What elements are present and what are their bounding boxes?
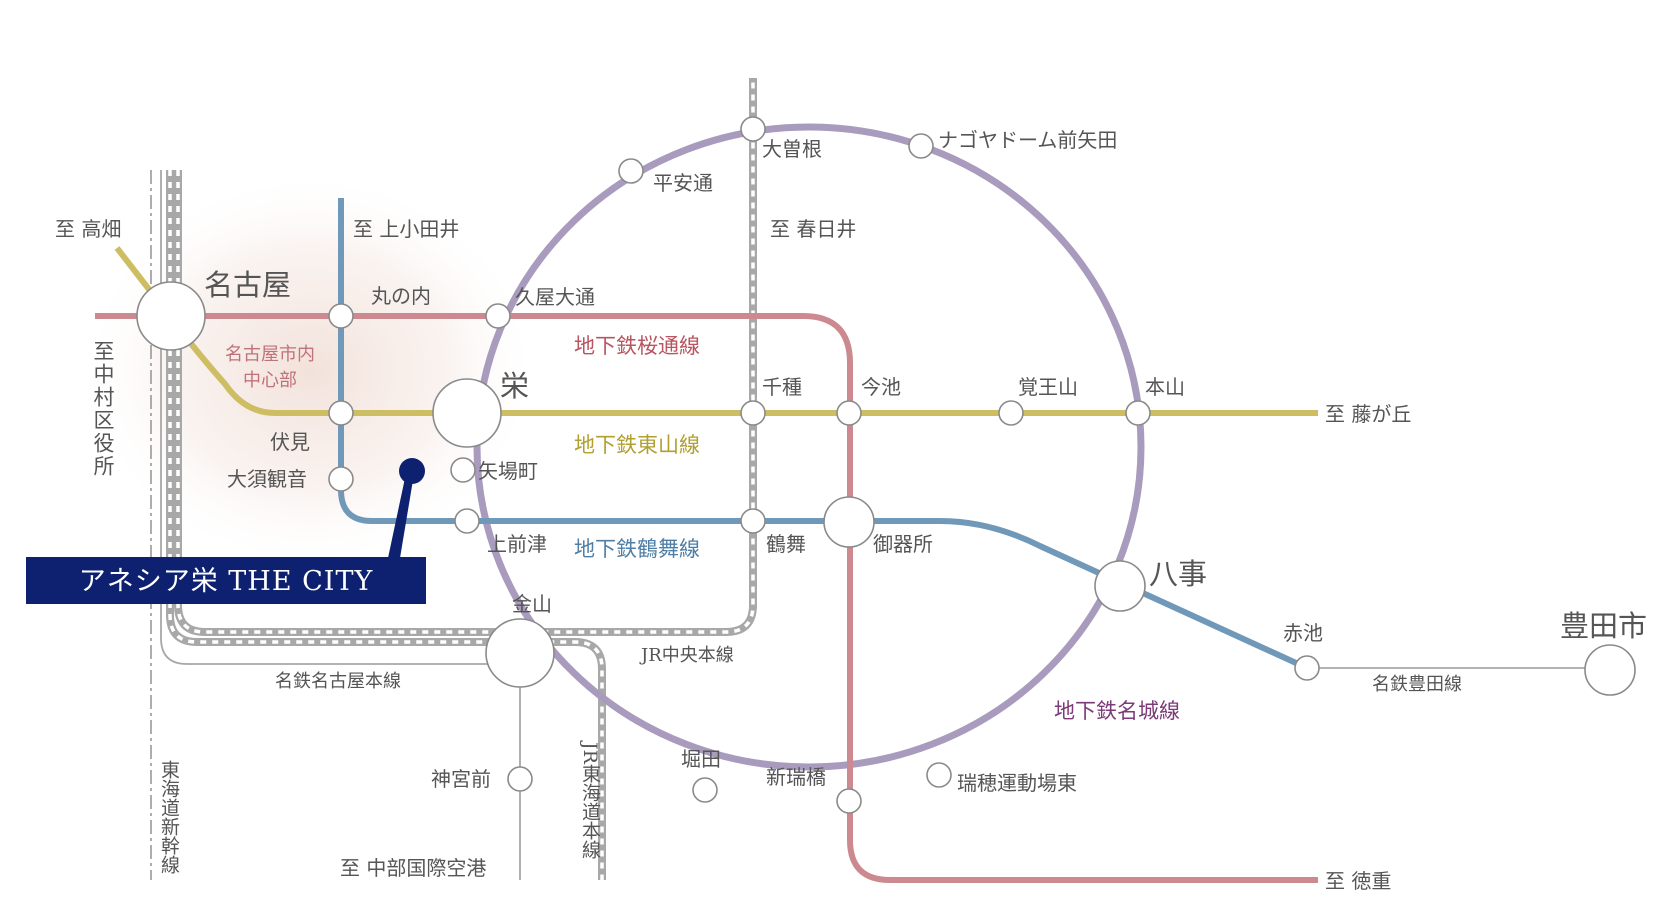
label-to-takabata: 至 高畑 — [55, 217, 121, 241]
label-akaike: 赤池 — [1283, 621, 1323, 645]
label-tsurumai: 鶴舞 — [766, 532, 806, 556]
label-yagoto: 八事 — [1149, 557, 1207, 591]
jr-tokaido-line-hatch — [168, 170, 604, 880]
label-marunouchi: 丸の内 — [371, 284, 431, 308]
city-center-glow — [80, 170, 540, 570]
station-shin-mizuho-bashi — [836, 788, 862, 814]
district-label-line1: 名古屋市内 — [225, 344, 315, 365]
station-kamimaezu — [454, 508, 480, 534]
label-kakuozan: 覚王山 — [1018, 375, 1078, 399]
label-meitetsu-toyota-line: 名鉄豊田線 — [1372, 674, 1462, 695]
tsurumai-line — [338, 198, 1309, 671]
label-mizuho-undojo-higashi: 瑞穂運動場東 — [957, 771, 1077, 795]
station-sakae — [432, 378, 502, 448]
label-shin-mizuho-bashi: 新瑞橋 — [766, 765, 826, 789]
label-jr-chuo-line: JR中央本線 — [639, 645, 734, 666]
station-marunouchi — [328, 303, 354, 329]
station-osu-kannon — [328, 466, 354, 492]
station-chikusa — [740, 400, 766, 426]
label-nagoya: 名古屋 — [204, 268, 291, 302]
label-to-nakamura-kuyakusho: 至中村区役所 — [91, 340, 115, 478]
label-to-tokushige: 至 徳重 — [1325, 869, 1391, 893]
property-marker — [399, 458, 425, 484]
station-ozone — [740, 116, 766, 142]
label-hisaya-odori: 久屋大通 — [515, 285, 595, 309]
station-kakuozan — [998, 400, 1024, 426]
label-chikusa: 千種 — [762, 375, 802, 399]
label-to-chubu-airport: 至 中部国際空港 — [340, 856, 486, 880]
label-meijo-line: 地下鉄名城線 — [1054, 699, 1180, 723]
label-yabacho: 矢場町 — [478, 459, 538, 483]
station-gokiso — [823, 496, 875, 548]
station-mizuho-undojo-higashi — [926, 762, 952, 788]
station-tsurumai — [740, 508, 766, 534]
district-label-line2: 中心部 — [243, 370, 297, 391]
label-ozone: 大曽根 — [762, 137, 822, 161]
label-to-fujigaoka: 至 藤が丘 — [1325, 402, 1411, 426]
station-yabacho — [450, 457, 476, 483]
jr-chuo-line-hatch — [176, 78, 755, 634]
label-higashiyama-line: 地下鉄東山線 — [574, 433, 700, 457]
meitetsu-nagoya-line — [160, 170, 520, 665]
station-toyotashi — [1584, 644, 1636, 696]
label-meitetsu-nagoya-line: 名鉄名古屋本線 — [275, 671, 401, 692]
station-motoyama — [1125, 400, 1151, 426]
label-kamimaezu: 上前津 — [487, 532, 547, 556]
station-imaike — [836, 400, 862, 426]
station-nagoya-dome — [908, 133, 934, 159]
station-kanayama — [485, 618, 555, 688]
label-osu-kannon: 大須観音 — [227, 467, 307, 491]
label-imaike: 今池 — [861, 375, 901, 399]
label-heian-dori: 平安通 — [653, 171, 713, 195]
label-jr-tokaido-line: JR東海道本線 — [579, 740, 601, 859]
label-nagoya-dome: ナゴヤドーム前矢田 — [938, 128, 1117, 152]
label-motoyama: 本山 — [1145, 375, 1185, 399]
label-sakae: 栄 — [500, 369, 529, 403]
station-nagoya — [136, 281, 206, 351]
label-jingu-mae: 神宮前 — [431, 767, 491, 791]
station-yagoto — [1094, 560, 1146, 612]
label-horita: 堀田 — [681, 747, 721, 771]
label-kanayama: 金山 — [512, 592, 552, 616]
label-to-kasugai: 至 春日井 — [770, 217, 856, 241]
label-toyotashi: 豊田市 — [1560, 609, 1647, 643]
label-tsurumai-line: 地下鉄鶴舞線 — [574, 537, 700, 561]
property-banner — [26, 557, 426, 604]
sakuradori-line — [95, 313, 1318, 883]
property-name: アネシア栄 THE CITY — [79, 566, 374, 597]
label-tokaido-shinkansen: 東海道新幹線 — [158, 760, 180, 874]
station-fushimi — [328, 400, 354, 426]
station-heian-dori — [618, 158, 644, 184]
label-gokiso: 御器所 — [873, 532, 933, 556]
station-hisaya-odori — [485, 303, 511, 329]
label-sakuradori-line: 地下鉄桜通線 — [574, 334, 700, 358]
station-jingu-mae — [507, 766, 533, 792]
meijo-line-loop — [473, 123, 1145, 771]
property-pointer — [388, 478, 413, 558]
label-fushimi: 伏見 — [270, 430, 310, 454]
station-akaike — [1294, 655, 1320, 681]
station-horita — [692, 777, 718, 803]
label-to-kamiotai: 至 上小田井 — [353, 217, 459, 241]
